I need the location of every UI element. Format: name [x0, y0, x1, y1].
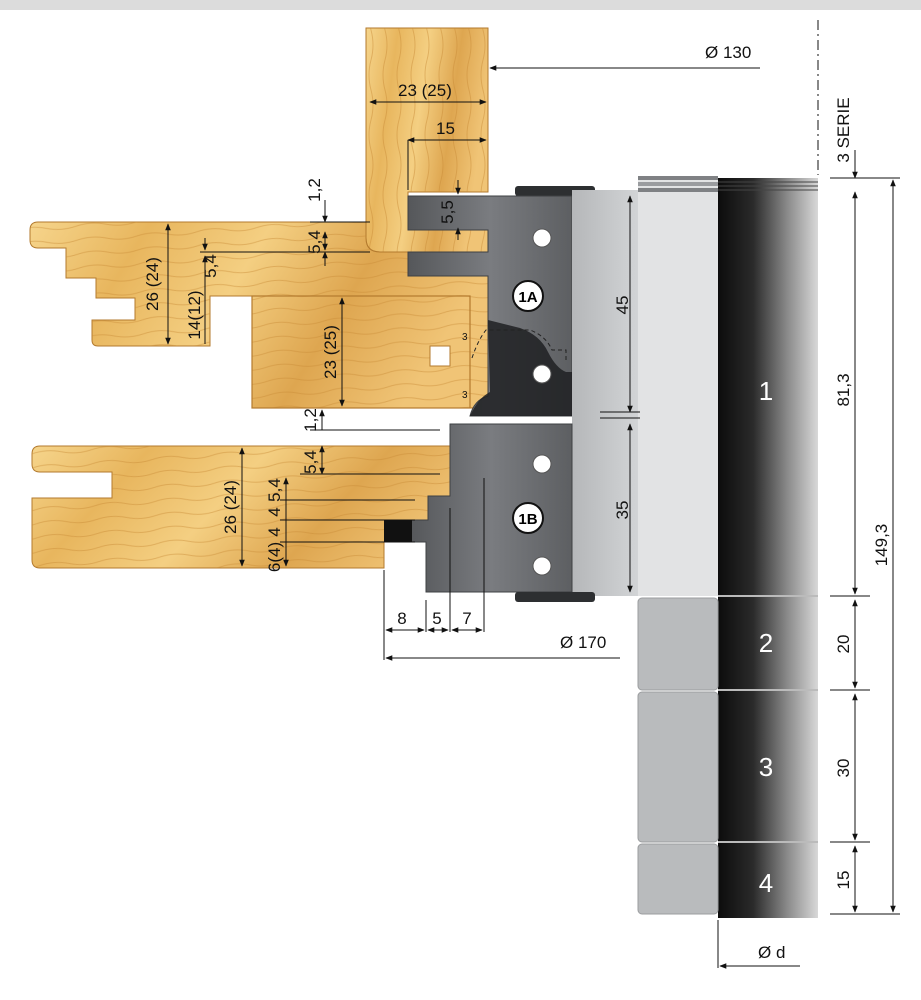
dimension-lines: [165, 65, 900, 969]
dim-14-12: 14(12): [185, 290, 204, 339]
dim-w23-top: 23 (25): [398, 81, 452, 100]
segment-1-label: 1: [759, 376, 773, 406]
spacer-collar: [572, 190, 638, 596]
dim-1-2-upper: 1,2: [305, 178, 324, 202]
dim-4-b: 4: [265, 527, 284, 536]
small-3-upper: 3: [462, 332, 468, 343]
dim-4-a: 4: [265, 507, 284, 516]
segment-3-label: 3: [759, 752, 773, 782]
top-band: [0, 0, 921, 10]
upper-panel: [29, 221, 489, 409]
dim-5-4-a: 5,4: [305, 230, 324, 254]
bore-collar: [638, 178, 718, 596]
dim-h20: 20: [834, 635, 853, 654]
top-rings: [638, 176, 718, 192]
dim-h30: 30: [834, 759, 853, 778]
small-3-lower: 3: [462, 390, 468, 401]
dim-w8: 8: [397, 609, 406, 628]
dim-6-4: 6(4): [265, 542, 284, 572]
dim-h149: 149,3: [872, 524, 891, 567]
dim-d170: Ø 170: [560, 633, 606, 652]
tag-1b-label: 1B: [518, 511, 537, 528]
lower-panel: [31, 445, 487, 569]
segment-2-label: 2: [759, 628, 773, 658]
tag-1a: [512, 280, 544, 312]
dim-26-24-upper: 26 (24): [143, 257, 162, 311]
dim-26-24-lower: 26 (24): [221, 480, 240, 534]
dimension-texts: Ø 130 23 (25) 15 45 35 3 SERIE 81,3 149,…: [143, 43, 891, 962]
dim-1-2-lower: 1,2: [301, 408, 320, 432]
dim-5-4-b: 5,4: [201, 254, 220, 278]
dim-h35: 35: [613, 501, 632, 520]
tag-1b: [512, 502, 544, 534]
cutter-1a: 1A: [407, 186, 595, 417]
dim-serie: 3 SERIE: [834, 97, 853, 162]
dim-h81: 81,3: [834, 373, 853, 406]
dim-5-4-c: 5,4: [301, 450, 320, 474]
dim-w5: 5: [432, 609, 441, 628]
segment-4-label: 4: [759, 868, 773, 898]
dim-d130: Ø 130: [705, 43, 751, 62]
dim-5-5: 5,5: [438, 200, 457, 224]
dim-dd: Ø d: [758, 943, 785, 962]
dim-23-25-insert: 23 (25): [321, 325, 340, 379]
dim-w7: 7: [462, 609, 471, 628]
dim-w15: 15: [436, 119, 455, 138]
dim-h15: 15: [834, 871, 853, 890]
tag-1a-label: 1A: [518, 289, 537, 306]
spacer-blocks: [637, 597, 719, 915]
dim-5-4-d: 5,4: [265, 478, 284, 502]
dim-h45: 45: [613, 296, 632, 315]
shaft: 1 2 3 4: [718, 178, 818, 918]
